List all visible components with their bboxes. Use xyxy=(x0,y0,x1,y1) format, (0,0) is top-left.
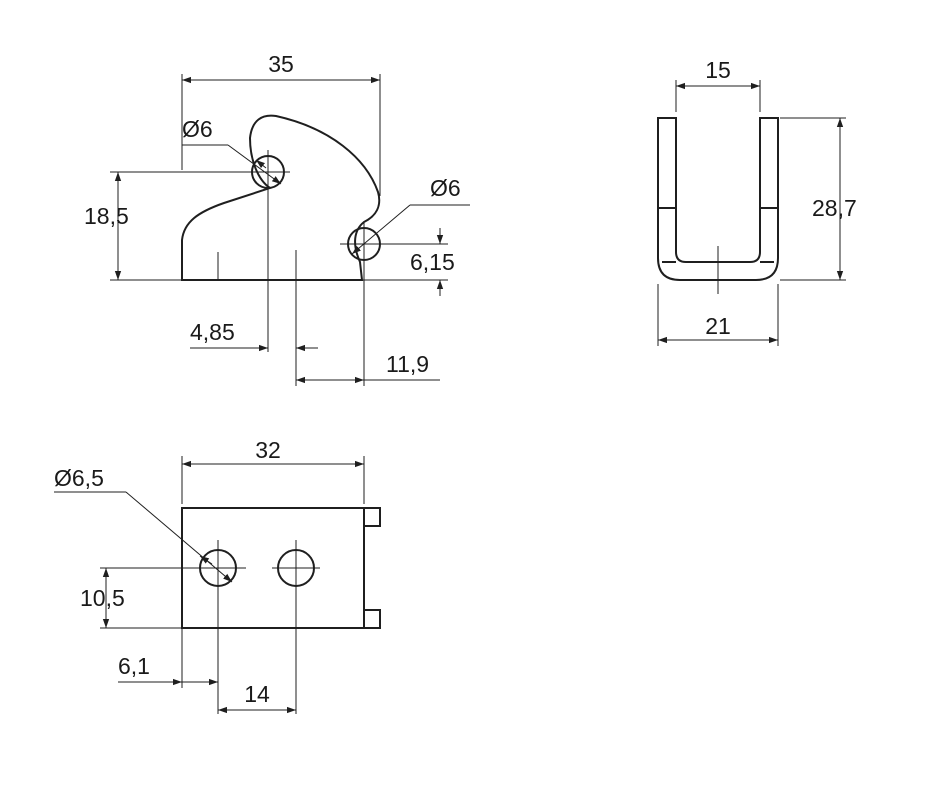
dim-label-outer-width: 21 xyxy=(705,313,731,339)
dim-label-hole-spacing: 14 xyxy=(244,681,270,707)
leader-line xyxy=(227,144,282,185)
top-view: 32 Ø6,5 10,5 6,1 14 xyxy=(54,437,381,714)
end-view: 15 28,7 21 xyxy=(657,57,857,346)
dim-label-height: 18,5 xyxy=(84,203,129,229)
dim-label-width: 35 xyxy=(268,51,294,77)
plate-tab-bottom xyxy=(363,609,381,629)
plate-tab-top xyxy=(363,507,381,527)
dim-label-hole-offset: 6,1 xyxy=(118,653,150,679)
dim-label-hole-height: 10,5 xyxy=(80,585,125,611)
dim-label-end-height: 28,7 xyxy=(812,195,857,221)
leader-line xyxy=(199,555,213,565)
dim-label-hole-top: Ø6 xyxy=(182,116,213,142)
dim-label-plate-width: 32 xyxy=(255,437,281,463)
dim-label-plate-hole: Ø6,5 xyxy=(54,465,104,491)
dim-label-hole-right: Ø6 xyxy=(430,175,461,201)
leader-line xyxy=(351,204,411,255)
dim-label-inner-width: 15 xyxy=(705,57,731,83)
dim-label-offset-small: 4,85 xyxy=(190,319,235,345)
leader-line xyxy=(125,491,233,583)
dim-label-offset-right: 11,9 xyxy=(386,351,429,377)
dim-label-hole-right-height: 6,15 xyxy=(410,249,455,275)
side-view: 35 Ø6 Ø6 18,5 6,15 4,85 11,9 xyxy=(84,51,470,386)
leader-line xyxy=(255,159,267,169)
u-channel-outer xyxy=(657,117,779,281)
